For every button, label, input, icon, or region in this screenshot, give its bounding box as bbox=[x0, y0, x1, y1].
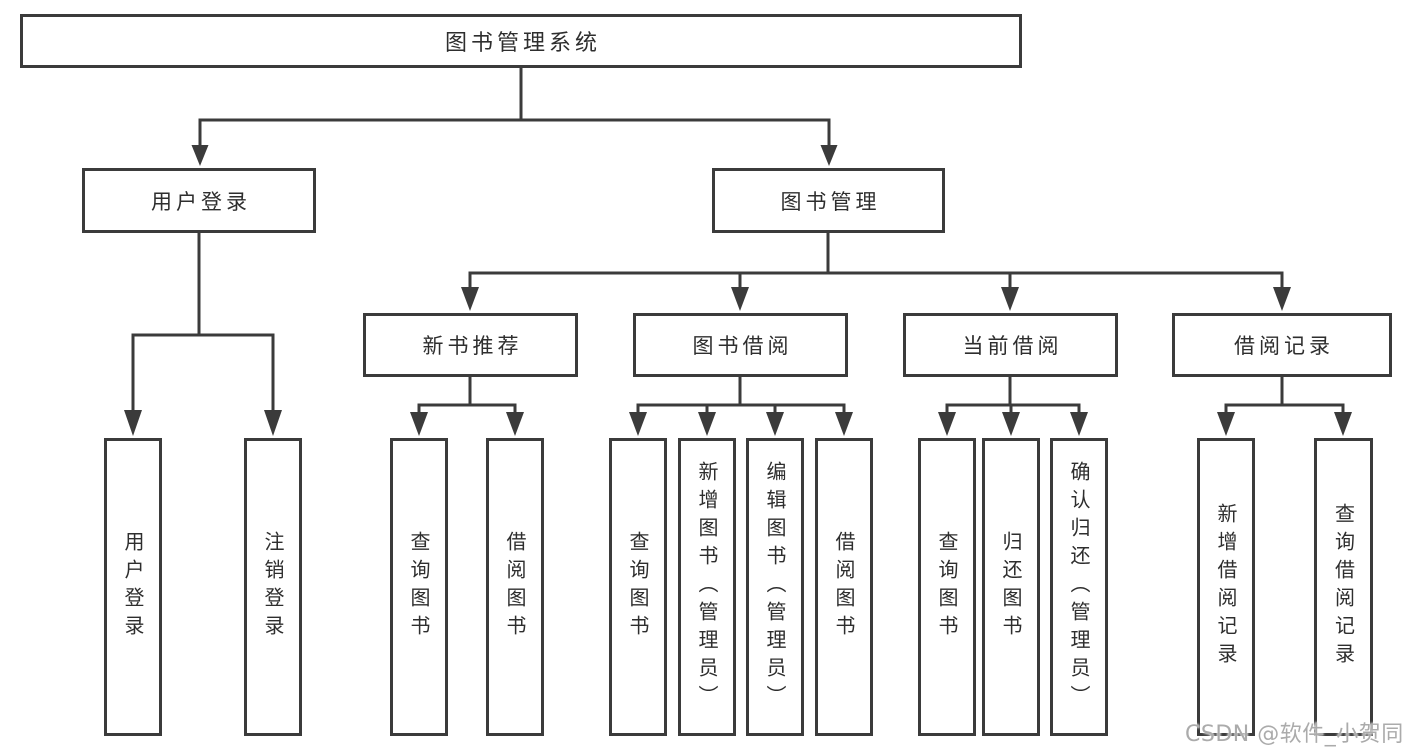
leaf-label: 编辑图书（管理员） bbox=[763, 461, 787, 713]
leaf-label: 借阅图书 bbox=[832, 531, 856, 643]
node-label: 当前借阅 bbox=[962, 334, 1063, 358]
node-label: 借阅记录 bbox=[1234, 334, 1334, 358]
leaf-query-borrow-record: 查询借阅记录 bbox=[1314, 438, 1373, 736]
leaf-borrow-books-recommend: 借阅图书 bbox=[486, 438, 544, 736]
leaf-label: 新增借阅记录 bbox=[1214, 503, 1238, 671]
node-user-login: 用户登录 bbox=[82, 168, 316, 233]
leaf-label: 查询图书 bbox=[407, 531, 431, 643]
node-book-borrow: 图书借阅 bbox=[633, 313, 848, 377]
leaf-add-books-admin: 新增图书（管理员） bbox=[678, 438, 736, 736]
node-label: 图书管理系统 bbox=[444, 31, 601, 56]
leaf-query-books-current: 查询图书 bbox=[918, 438, 976, 736]
leaf-label: 注销登录 bbox=[261, 531, 285, 643]
leaf-edit-books-admin: 编辑图书（管理员） bbox=[746, 438, 804, 736]
leaf-query-books-borrow: 查询图书 bbox=[609, 438, 667, 736]
node-label: 图书管理 bbox=[780, 189, 881, 214]
leaf-label: 查询图书 bbox=[626, 531, 650, 643]
node-book-management: 图书管理 bbox=[712, 168, 945, 233]
node-current-borrow: 当前借阅 bbox=[903, 313, 1118, 377]
leaf-add-borrow-record: 新增借阅记录 bbox=[1197, 438, 1255, 736]
node-label: 图书借阅 bbox=[692, 334, 793, 358]
leaf-confirm-return-admin: 确认归还（管理员） bbox=[1050, 438, 1108, 736]
leaf-return-books: 归还图书 bbox=[982, 438, 1040, 736]
leaf-user-login: 用户登录 bbox=[104, 438, 162, 736]
node-label: 用户登录 bbox=[151, 189, 251, 214]
leaf-label: 借阅图书 bbox=[503, 531, 527, 643]
leaf-label: 用户登录 bbox=[121, 531, 145, 643]
node-new-book-recommend: 新书推荐 bbox=[363, 313, 578, 377]
leaf-label: 查询借阅记录 bbox=[1331, 503, 1356, 671]
leaf-label: 新增图书（管理员） bbox=[695, 461, 719, 713]
node-borrow-records: 借阅记录 bbox=[1172, 313, 1392, 377]
node-library-system: 图书管理系统 bbox=[20, 14, 1022, 68]
leaf-label: 确认归还（管理员） bbox=[1067, 461, 1091, 713]
leaf-label: 查询图书 bbox=[935, 531, 959, 643]
node-label: 新书推荐 bbox=[422, 334, 523, 358]
leaf-borrow-books: 借阅图书 bbox=[815, 438, 873, 736]
csdn-watermark: CSDN @软件_小贺同学 bbox=[1185, 722, 1405, 747]
leaf-label: 归还图书 bbox=[999, 531, 1023, 643]
leaf-logout: 注销登录 bbox=[244, 438, 302, 736]
leaf-query-books-recommend: 查询图书 bbox=[390, 438, 448, 736]
